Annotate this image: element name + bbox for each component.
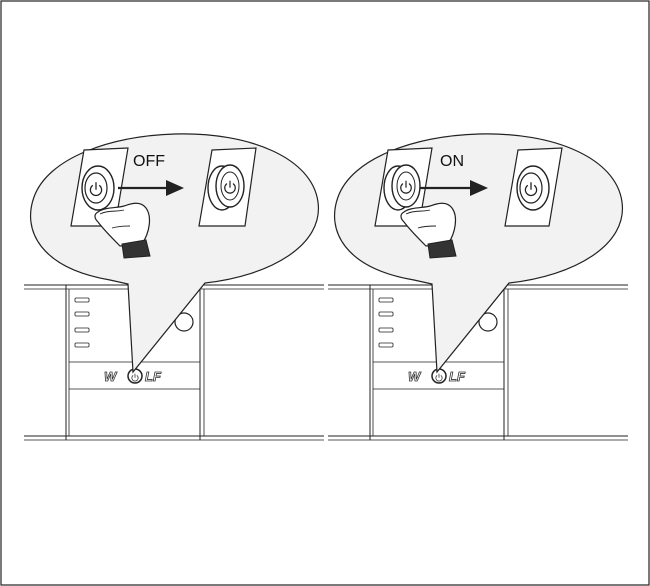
pointing-hand-icon <box>400 202 457 259</box>
state-label-on: ON <box>440 153 464 170</box>
state-label-off: OFF <box>133 153 165 170</box>
svg-text:W: W <box>408 369 422 384</box>
indicator-light <box>74 311 90 317</box>
panel-off: W LF OFF <box>24 133 324 441</box>
callout-bubble <box>30 133 319 374</box>
callout-bubble <box>334 133 623 374</box>
wolf-logo: W LF <box>104 368 162 384</box>
control-knob <box>478 312 498 332</box>
button-released <box>198 147 257 227</box>
control-knob <box>174 312 194 332</box>
indicator-light <box>378 327 394 333</box>
indicator-light <box>74 297 90 303</box>
wolf-logo: W LF <box>408 368 466 384</box>
button-pressed <box>504 147 563 227</box>
indicator-light <box>378 297 394 303</box>
svg-text:W: W <box>104 369 118 384</box>
svg-text:LF: LF <box>449 369 466 384</box>
appliance-front: W LF <box>328 284 628 441</box>
indicator-light <box>378 342 394 348</box>
pointing-hand-icon <box>94 202 151 259</box>
indicator-light <box>378 311 394 317</box>
indicator-light <box>74 327 90 333</box>
appliance-front: W LF <box>24 284 324 441</box>
arrow-right-icon <box>420 180 488 196</box>
panel-on: W LF ON <box>328 133 628 441</box>
svg-text:LF: LF <box>145 369 162 384</box>
arrow-right-icon <box>118 180 184 196</box>
indicator-light <box>74 342 90 348</box>
